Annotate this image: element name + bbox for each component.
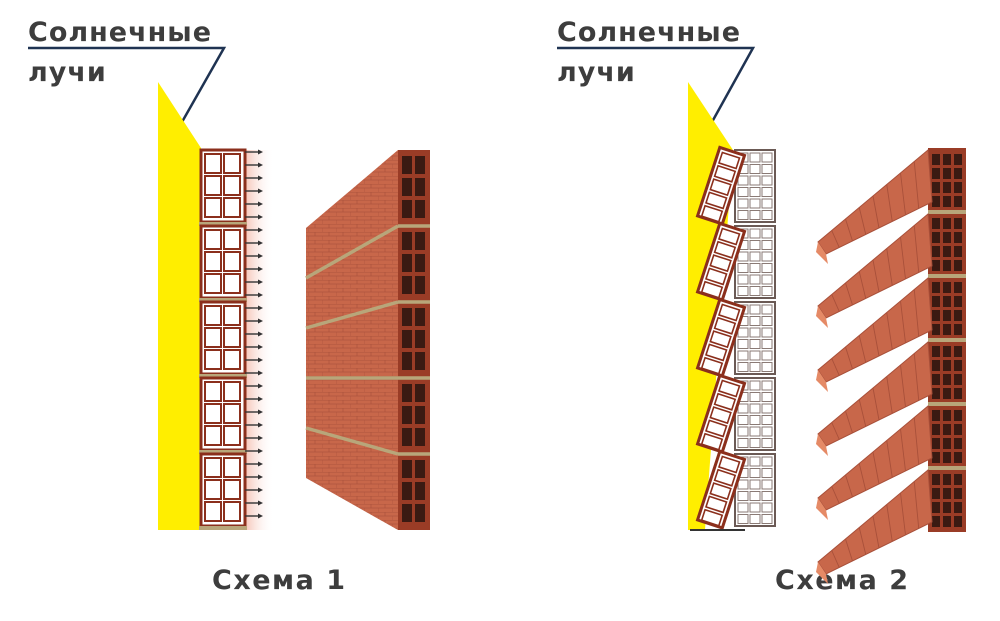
scheme1-leader-line [28,46,227,123]
scheme2-ray-label-line2: лучи [557,57,636,88]
tilted-block [695,449,747,530]
scheme2-diagram [557,46,966,584]
scheme1-caption: Схема 1 [212,565,347,596]
scheme1-ray-label-line1: Солнечные [28,17,213,48]
tilted-block [695,145,747,226]
tilted-block [695,373,747,454]
tilted-block [695,297,747,378]
scheme1-3d-wall [305,150,430,530]
scheme1-wall-section [199,148,247,530]
scheme1-sunlight-wedge [158,82,201,530]
scheme2-3d-wall [816,148,966,584]
scheme1-diagram [28,46,430,530]
scheme2-ray-label-line1: Солнечные [557,17,742,48]
scheme2-caption: Схема 2 [775,565,910,596]
scheme1-heat-glow [244,150,274,530]
scheme1-ray-label-line2: лучи [28,57,107,88]
tilted-block [695,221,747,302]
scheme2-leader-line [557,46,756,123]
scheme2-wall-section [690,145,776,531]
scheme1-heat-arrows [245,149,263,519]
